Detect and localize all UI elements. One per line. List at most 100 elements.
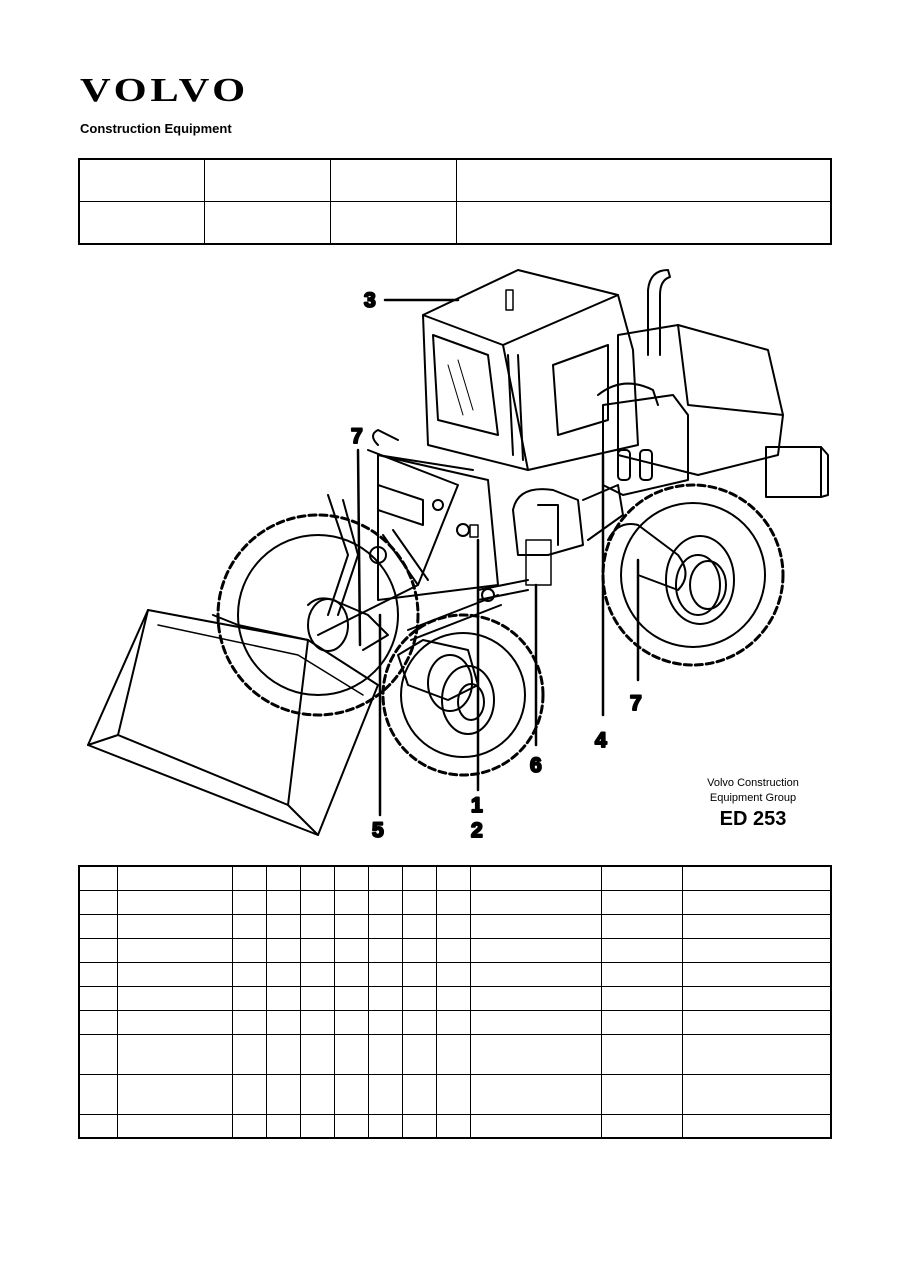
table-row bbox=[78, 1113, 832, 1139]
table-cell bbox=[401, 1113, 437, 1139]
table-cell bbox=[78, 1073, 118, 1115]
brand-subtitle: Construction Equipment bbox=[80, 121, 232, 136]
table-cell bbox=[78, 937, 118, 963]
table-cell bbox=[299, 889, 335, 915]
table-cell bbox=[265, 865, 301, 891]
table-cell bbox=[681, 1073, 832, 1115]
front-frame bbox=[377, 454, 499, 601]
table-cell bbox=[401, 937, 437, 963]
table-cell bbox=[401, 1033, 437, 1075]
table-cell bbox=[367, 913, 403, 939]
table-cell bbox=[367, 865, 403, 891]
table-cell bbox=[333, 1009, 369, 1035]
table-cell bbox=[231, 865, 267, 891]
table-cell bbox=[116, 1009, 233, 1035]
table-cell bbox=[681, 937, 832, 963]
table-cell bbox=[435, 985, 471, 1011]
table-cell bbox=[116, 889, 233, 915]
table-cell bbox=[469, 1113, 602, 1139]
table-cell bbox=[116, 1113, 233, 1139]
table-cell bbox=[265, 937, 301, 963]
transmission-assembly bbox=[512, 382, 689, 586]
group-caption: Volvo Construction Equipment Group bbox=[668, 776, 838, 806]
table-cell bbox=[116, 913, 233, 939]
callout-5: 5 bbox=[372, 819, 384, 842]
table-row bbox=[78, 985, 832, 1011]
table-cell bbox=[367, 1009, 403, 1035]
table-cell bbox=[78, 985, 118, 1011]
table-cell bbox=[435, 1113, 471, 1139]
table-cell bbox=[367, 889, 403, 915]
operator-cab bbox=[422, 269, 639, 471]
table-cell bbox=[116, 961, 233, 987]
table-row bbox=[78, 201, 832, 245]
table-cell bbox=[265, 985, 301, 1011]
table-cell bbox=[116, 937, 233, 963]
table-cell bbox=[401, 961, 437, 987]
table-cell bbox=[265, 1113, 301, 1139]
table-cell bbox=[435, 1073, 471, 1115]
table-cell bbox=[469, 1009, 602, 1035]
table-cell bbox=[401, 865, 437, 891]
table-cell bbox=[435, 1033, 471, 1075]
table-cell bbox=[600, 985, 683, 1011]
table-cell bbox=[231, 1113, 267, 1139]
table-row bbox=[78, 1033, 832, 1075]
table-cell bbox=[469, 913, 602, 939]
table-cell bbox=[367, 1113, 403, 1139]
table-cell bbox=[681, 961, 832, 987]
table-cell bbox=[401, 1073, 437, 1115]
drawing-code: ED 253 bbox=[719, 808, 787, 830]
table-row bbox=[78, 913, 832, 939]
table-cell bbox=[78, 1033, 118, 1075]
table-cell bbox=[469, 937, 602, 963]
table-cell bbox=[299, 1073, 335, 1115]
table-cell bbox=[367, 985, 403, 1011]
table-cell bbox=[469, 889, 602, 915]
table-cell bbox=[116, 865, 233, 891]
table-row bbox=[78, 865, 832, 891]
table-cell bbox=[231, 937, 267, 963]
table-cell bbox=[231, 961, 267, 987]
table-cell bbox=[600, 1009, 683, 1035]
table-cell bbox=[78, 1009, 118, 1035]
table-cell bbox=[600, 1073, 683, 1115]
table-cell bbox=[333, 1073, 369, 1115]
table-cell bbox=[78, 913, 118, 939]
table-cell bbox=[78, 889, 118, 915]
table-row bbox=[78, 1009, 832, 1035]
table-cell bbox=[469, 1073, 602, 1115]
table-cell bbox=[231, 889, 267, 915]
table-cell bbox=[78, 961, 118, 987]
table-cell bbox=[116, 985, 233, 1011]
table-cell bbox=[435, 961, 471, 987]
table-cell bbox=[469, 865, 602, 891]
table-cell bbox=[681, 889, 832, 915]
table-cell bbox=[231, 913, 267, 939]
table-cell bbox=[367, 961, 403, 987]
table-cell bbox=[681, 1009, 832, 1035]
front-wheel-rear bbox=[216, 513, 420, 717]
table-cell bbox=[681, 1113, 832, 1139]
table-row bbox=[78, 1073, 832, 1115]
table-cell bbox=[265, 1009, 301, 1035]
table-cell bbox=[265, 1073, 301, 1115]
table-cell bbox=[681, 913, 832, 939]
table-cell bbox=[367, 937, 403, 963]
table-cell bbox=[265, 913, 301, 939]
table-cell bbox=[265, 961, 301, 987]
exhaust-pipe bbox=[647, 269, 671, 356]
drive-shaft bbox=[407, 579, 529, 641]
table-cell bbox=[265, 889, 301, 915]
callout-3: 3 bbox=[364, 289, 376, 312]
table-cell bbox=[333, 913, 369, 939]
table-cell bbox=[600, 1113, 683, 1139]
table-cell bbox=[681, 865, 832, 891]
table-cell bbox=[333, 937, 369, 963]
table-cell bbox=[299, 937, 335, 963]
table-cell bbox=[600, 865, 683, 891]
table-cell bbox=[333, 961, 369, 987]
table-cell bbox=[78, 1113, 118, 1139]
callout-7-front: 7 bbox=[351, 425, 363, 448]
table-cell bbox=[401, 913, 437, 939]
